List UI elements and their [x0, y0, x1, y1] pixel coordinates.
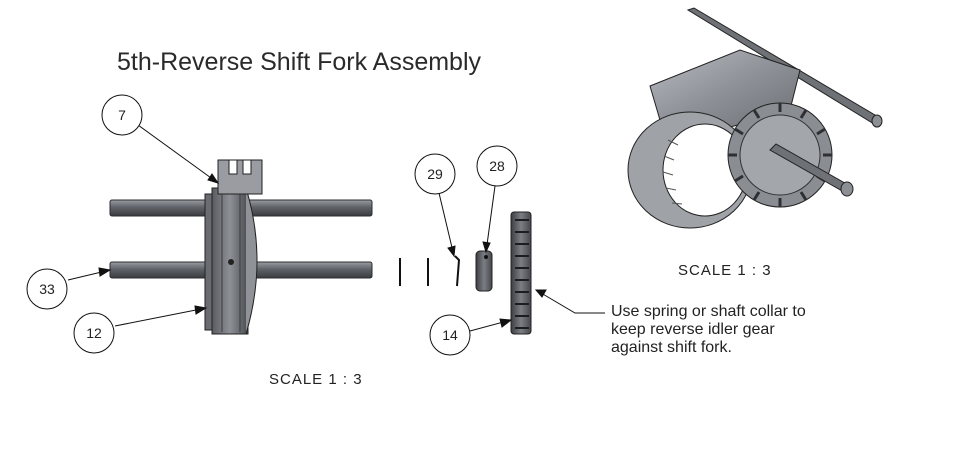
balloon-label: 7	[118, 107, 126, 123]
balloon-12: 12	[73, 312, 115, 354]
balloon-label: 14	[442, 327, 458, 343]
balloon-33: 33	[26, 268, 68, 310]
balloon-29: 29	[414, 153, 456, 195]
note-line: keep reverse idler gear	[611, 321, 775, 338]
balloon-label: 28	[489, 158, 505, 174]
balloon-28: 28	[476, 145, 518, 187]
main-view-scale: SCALE 1 : 3	[269, 371, 363, 388]
shaft-collar-part	[475, 250, 493, 292]
balloon-7: 7	[101, 94, 143, 136]
note-line: Use spring or shaft collar to	[611, 303, 806, 320]
isometric-assembly-view	[627, 7, 883, 229]
note-line: against shift fork.	[611, 339, 732, 356]
balloon-label: 12	[86, 325, 102, 341]
shift-fork-collar	[204, 159, 263, 335]
spring-part	[454, 255, 461, 287]
leader-lines	[67, 124, 605, 332]
balloon-label: 33	[39, 281, 55, 297]
iso-view-scale: SCALE 1 : 3	[678, 262, 772, 279]
assembly-note: Use spring or shaft collar to keep rever…	[611, 303, 861, 357]
retaining-clips	[399, 258, 429, 286]
balloon-label: 29	[427, 166, 443, 182]
balloon-14: 14	[429, 314, 471, 356]
drawing-title: 5th-Reverse Shift Fork Assembly	[117, 48, 482, 76]
reverse-idler-gear	[510, 211, 532, 335]
